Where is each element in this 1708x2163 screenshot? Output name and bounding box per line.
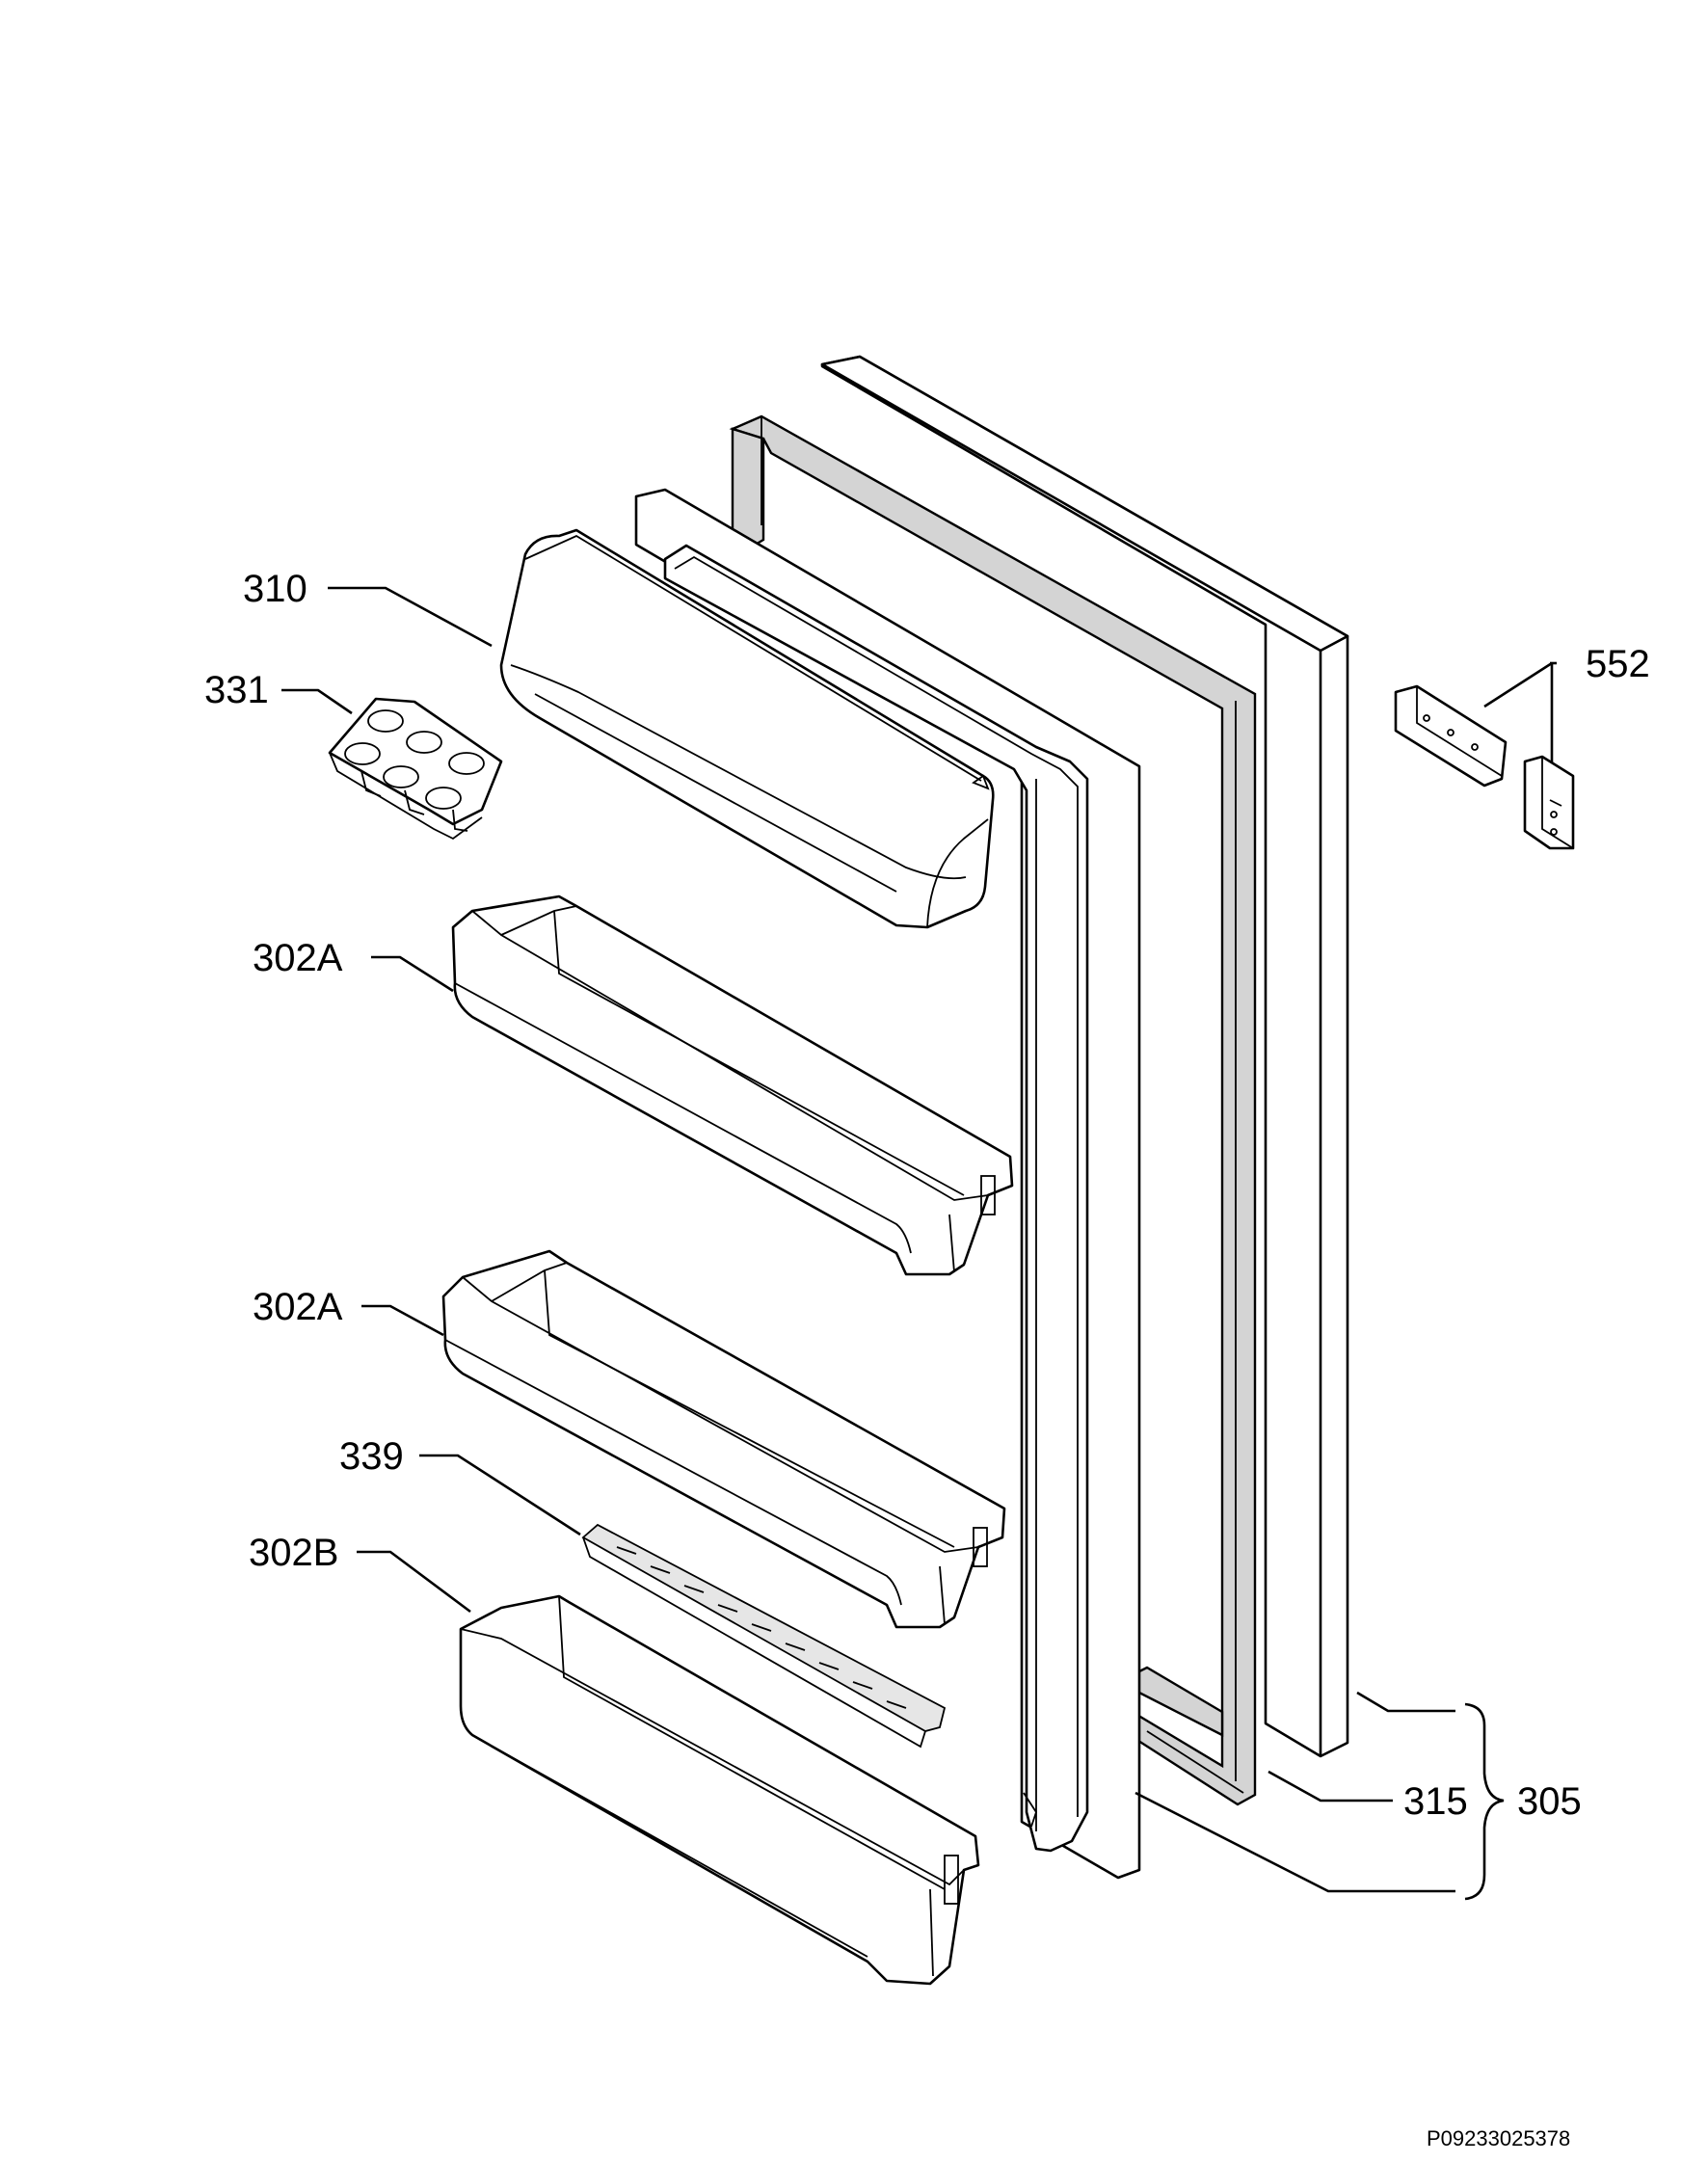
callout-305: 305 bbox=[1517, 1780, 1582, 1823]
callout-302b: 302B bbox=[249, 1532, 338, 1574]
callout-339: 339 bbox=[339, 1435, 404, 1478]
callout-302a-top: 302A bbox=[253, 937, 343, 979]
document-number: P09233025378 bbox=[1427, 2126, 1570, 2150]
door-shelf-top bbox=[451, 895, 1014, 1276]
callout-310: 310 bbox=[243, 568, 307, 610]
leader-lines bbox=[281, 586, 1557, 1901]
door-outer-panel bbox=[820, 355, 1349, 1758]
callout-302a-middle: 302A bbox=[253, 1286, 343, 1328]
door-inner-liner bbox=[634, 488, 1141, 1880]
callout-552: 552 bbox=[1586, 643, 1650, 685]
bottle-divider-rack bbox=[581, 1523, 947, 1749]
hinge-brackets bbox=[1394, 684, 1575, 850]
callout-331: 331 bbox=[204, 669, 269, 711]
egg-tray bbox=[328, 697, 503, 841]
bottle-shelf-bottom bbox=[459, 1594, 980, 1986]
callout-labels: 310 331 302A 302A 339 302B 552 315 305 P… bbox=[204, 568, 1650, 2150]
dairy-compartment-lid bbox=[499, 528, 995, 929]
door-shelf-middle bbox=[441, 1249, 1006, 1629]
callout-315: 315 bbox=[1403, 1780, 1468, 1823]
